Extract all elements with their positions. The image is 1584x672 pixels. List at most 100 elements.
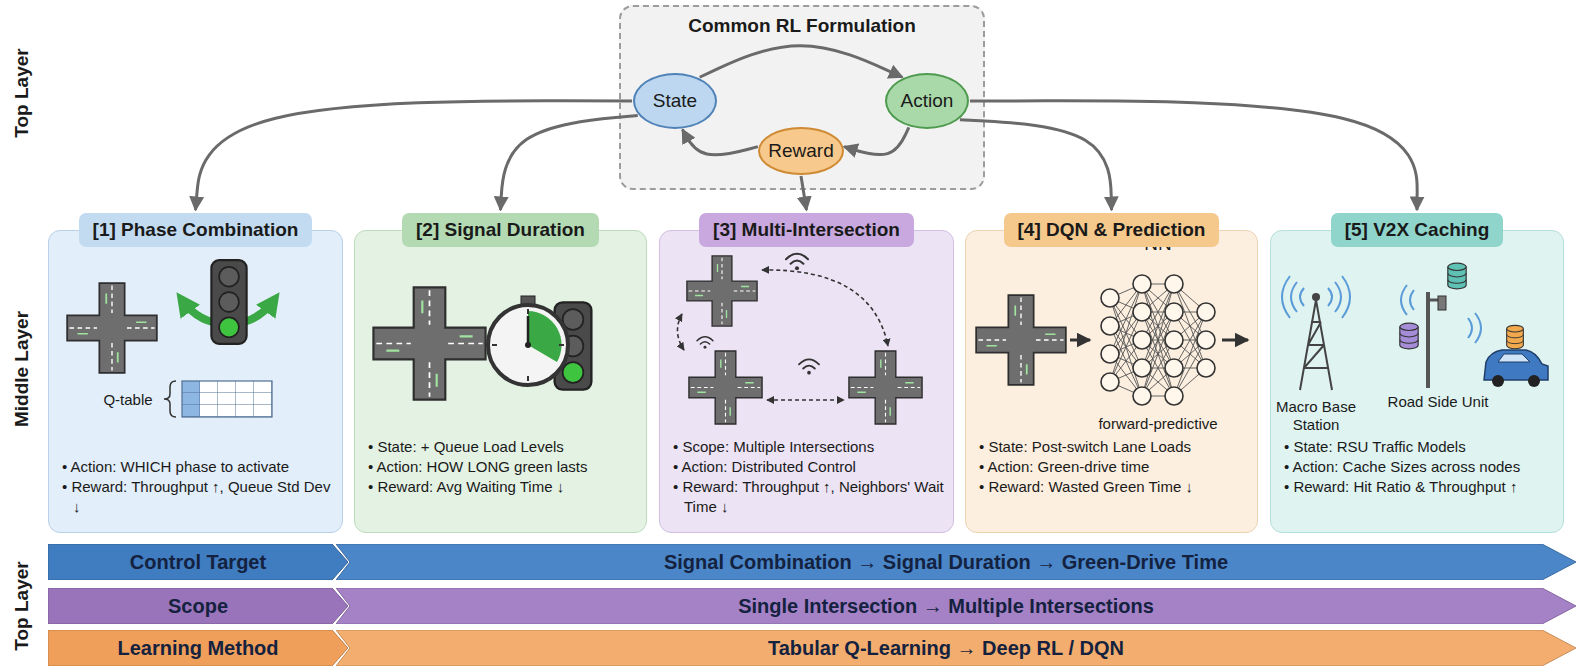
illustration-stroke: [1110, 284, 1142, 298]
illustration-stroke: [1165, 275, 1183, 293]
illustration-stroke: [1328, 276, 1350, 318]
flow-arrow: [844, 127, 909, 154]
dimension-chevron: Learning Method: [48, 630, 348, 666]
illustration-stroke: [1142, 340, 1174, 368]
illustration-stroke: [1174, 340, 1206, 396]
flow-arrow: [682, 130, 757, 155]
rl-element-ellipse: Reward: [758, 127, 843, 175]
flow-arrow: [960, 120, 1112, 210]
illustration-stroke: [1101, 345, 1119, 363]
illustration-stroke: [1448, 263, 1466, 289]
illustration-stroke: [1110, 312, 1142, 326]
illustration-stroke: [182, 300, 228, 324]
flow-arrow: [196, 101, 633, 210]
illustration-stroke: [1400, 323, 1418, 349]
bullet-item: • Reward: Throughput ↑, Neighbors' Wait …: [673, 477, 945, 517]
illustration-stroke: [67, 283, 157, 373]
illustration-stroke: [1142, 312, 1174, 396]
illustration-stroke: [1174, 284, 1206, 368]
flow-arrow: [700, 46, 903, 77]
method-panel: [2] Signal Duration• State: + Queue Load…: [354, 230, 647, 533]
bullet-item: • Reward: Avg Waiting Time ↓: [368, 477, 638, 497]
panel-heading: [1] Phase Combination: [79, 213, 313, 247]
illustration-stroke: [1282, 276, 1304, 318]
rl-element-ellipse: Action: [885, 73, 969, 129]
figure-label: Road Side Unit: [1388, 393, 1489, 410]
illustration-stroke: [1070, 339, 1090, 342]
illustration-stroke: [1142, 312, 1174, 396]
label-holder: Road Side Unit: [1388, 393, 1489, 411]
illustration-stroke: [1197, 359, 1215, 377]
bullet-item: • Action: Green-drive time: [979, 457, 1249, 477]
illustration-stroke: [1174, 284, 1206, 312]
illustration-stroke: [1165, 331, 1183, 349]
v2x-caching-art: [1282, 263, 1548, 390]
label-holder: Macro Base Station: [1260, 398, 1372, 434]
figure-label: forward-predictive: [1098, 415, 1217, 432]
illustration-stroke: [1142, 312, 1174, 368]
illustration-stroke: [1498, 354, 1530, 362]
illustration-stroke: [1110, 312, 1142, 354]
illustration-stroke: [1142, 284, 1174, 396]
illustration-stroke: [687, 256, 757, 326]
illustration-stroke: [228, 300, 274, 324]
band-label: Signal Combination → Signal Duration → G…: [664, 551, 1228, 574]
illustration-stroke: [1174, 340, 1206, 341]
band-label: Learning Method: [117, 637, 278, 660]
illustration-stroke: [1428, 299, 1440, 302]
panel-heading: [2] Signal Duration: [402, 213, 599, 247]
band-polygon: [336, 588, 1576, 624]
illustration-stroke: [1133, 387, 1151, 405]
rl-element-ellipse: State: [633, 73, 717, 129]
bullet-item: • State: Post-switch Lane Loads: [979, 437, 1249, 457]
illustration-stroke: [1101, 317, 1119, 335]
illustration-stroke: [1133, 275, 1151, 293]
progression-arrow: Single Intersection → Multiple Intersect…: [336, 588, 1576, 624]
label-holder: Middle Layer: [13, 311, 32, 427]
illustration-stroke: [1300, 300, 1332, 390]
label-holder: Q-table: [103, 391, 152, 409]
band-polygon: [48, 588, 348, 624]
dimension-chevron: Control Target: [48, 544, 348, 580]
bullet-list: • State: Post-switch Lane Loads• Action:…: [979, 437, 1249, 497]
illustration-stroke: [1401, 285, 1414, 315]
illustration-stroke: [488, 305, 568, 385]
illustration-stroke: [1165, 303, 1183, 321]
illustration-stroke: [1101, 289, 1119, 307]
band-polygon: [48, 544, 348, 580]
panel-heading: [3] Multi-Intersection: [699, 213, 914, 247]
illustration-stroke: [492, 309, 564, 381]
illustration-stroke: [1165, 359, 1183, 377]
bullet-item: • Action: Cache Sizes across nodes: [1284, 457, 1555, 477]
illustration-stroke: [1142, 284, 1174, 312]
illustration-stroke: [1174, 340, 1206, 368]
illustration-stroke: [527, 316, 530, 345]
illustration-stroke: [849, 351, 922, 424]
layer-label: Top Layer: [11, 48, 32, 137]
illustration-stroke: [1528, 375, 1540, 387]
illustration-stroke: [1142, 312, 1174, 313]
illustration-stroke: [786, 254, 808, 271]
illustration-stroke: [1110, 354, 1142, 368]
illustration-stroke: [182, 381, 272, 417]
illustration-stroke: [1142, 284, 1174, 340]
method-panel: [4] DQN & Prediction• State: Post-switch…: [965, 230, 1258, 533]
illustration-stroke: [1142, 368, 1174, 396]
illustration-stroke: [976, 295, 1066, 385]
illustration-stroke: [1197, 303, 1215, 321]
bullet-item: • Scope: Multiple Intersections: [673, 437, 945, 457]
band-polygon: [48, 630, 348, 666]
bullet-item: • Action: Distributed Control: [673, 457, 945, 477]
illustration-stroke: [182, 381, 200, 417]
progression-arrow: Tabular Q-Learning → Deep RL / DQN: [336, 630, 1576, 666]
illustration-stroke: [1110, 298, 1142, 368]
illustration-stroke: [1110, 340, 1142, 354]
rl-element-label: State: [653, 90, 697, 112]
bullet-list: • State: RSU Traffic Models• Action: Cac…: [1284, 437, 1555, 497]
illustration-stroke: [1174, 312, 1206, 340]
figure-label: Macro Base Station: [1276, 398, 1356, 433]
illustration-stroke: [1133, 359, 1151, 377]
method-panel: [3] Multi-Intersection• Scope: Multiple …: [659, 230, 954, 533]
illustration-stroke: [1110, 312, 1142, 382]
